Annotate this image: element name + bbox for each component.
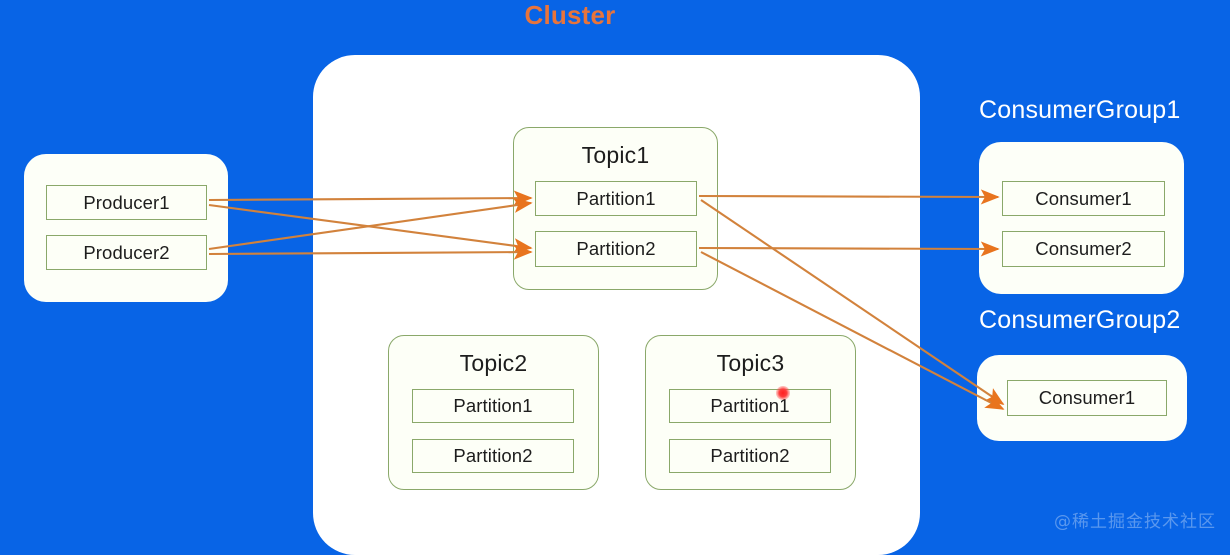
producer-box-1[interactable]: Producer1 bbox=[46, 185, 207, 220]
consumer-group-1-consumer-box-1[interactable]: Consumer1 bbox=[1002, 181, 1165, 216]
consumer-group-2-consumer-label-1: Consumer1 bbox=[1038, 387, 1136, 408]
producer-box-2[interactable]: Producer2 bbox=[46, 235, 207, 270]
topic-label-2: Topic2 bbox=[459, 350, 528, 376]
topic-2-partition-label-2: Partition2 bbox=[453, 445, 533, 466]
producer-group-panel bbox=[24, 154, 228, 302]
consumer-group-1-panel bbox=[979, 142, 1184, 294]
cluster-title: Cluster bbox=[524, 0, 616, 30]
consumer-group-2-consumer-box-1[interactable]: Consumer1 bbox=[1007, 380, 1167, 416]
topic-1-partition-label-2: Partition2 bbox=[576, 238, 656, 259]
topic-1-partition-box-2[interactable]: Partition2 bbox=[535, 231, 697, 267]
cursor-dot bbox=[776, 386, 790, 400]
topic-2-partition-box-2[interactable]: Partition2 bbox=[412, 439, 574, 473]
consumer-group-2-caption: ConsumerGroup2 bbox=[979, 306, 1181, 334]
producer-label-1: Producer1 bbox=[83, 191, 170, 213]
diagram-canvas: Cluster Producer1 Producer2 Topic1 Parti… bbox=[24, 0, 1216, 555]
topic-label-3: Topic3 bbox=[716, 350, 785, 376]
consumer-group-1-consumer-label-1: Consumer1 bbox=[1035, 187, 1132, 209]
topic-3-partition-box-2[interactable]: Partition2 bbox=[669, 439, 831, 473]
topic-2-partition-box-1[interactable]: Partition1 bbox=[412, 389, 574, 423]
topic-1-partition-box-1[interactable]: Partition1 bbox=[535, 181, 697, 216]
watermark: @稀土掘金技术社区 bbox=[1054, 512, 1216, 532]
topic-2-partition-label-1: Partition1 bbox=[453, 395, 533, 416]
producer-label-2: Producer2 bbox=[83, 241, 170, 263]
consumer-group-1-caption: ConsumerGroup1 bbox=[979, 96, 1181, 124]
topic-3-partition-label-2: Partition2 bbox=[710, 445, 790, 466]
consumer-group-1-consumer-label-2: Consumer2 bbox=[1035, 238, 1132, 259]
topic-label-1: Topic1 bbox=[581, 142, 650, 168]
consumer-group-1-consumer-box-2[interactable]: Consumer2 bbox=[1002, 231, 1165, 267]
topic-3-partition-box-1[interactable]: Partition1 bbox=[669, 389, 831, 423]
topic-1-partition-label-1: Partition1 bbox=[576, 187, 656, 209]
